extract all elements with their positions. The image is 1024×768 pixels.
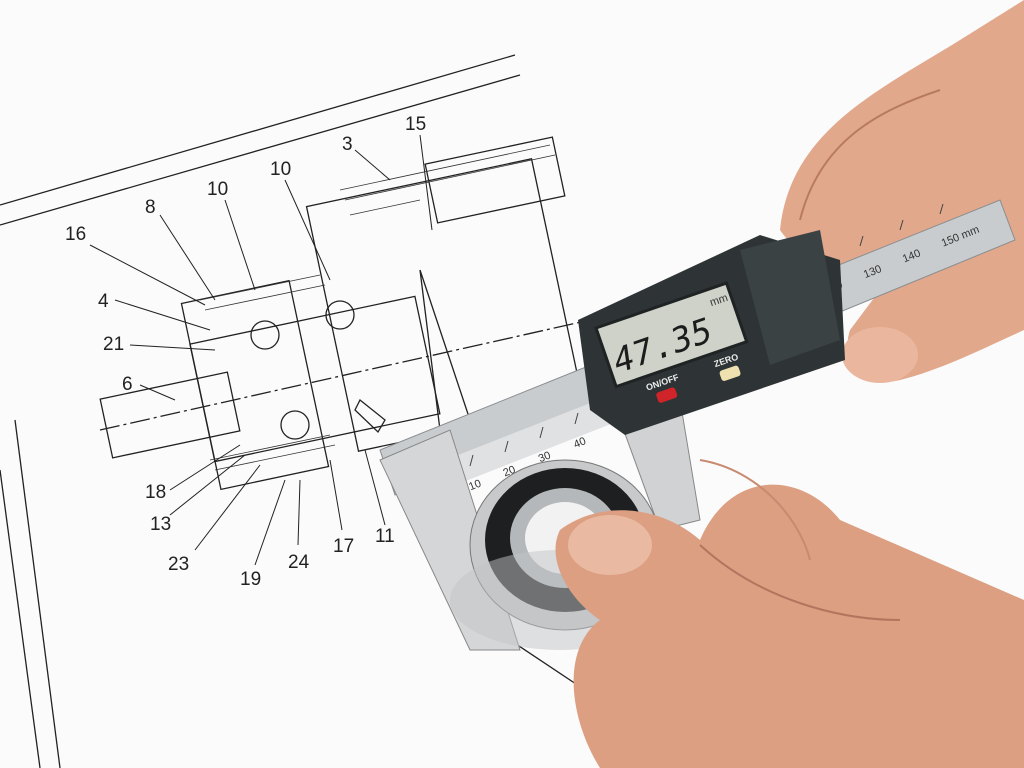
- lcd-screen: [594, 281, 749, 389]
- label-10a: 10: [207, 179, 228, 200]
- left-hand: [555, 459, 1024, 768]
- label-8: 8: [145, 197, 156, 218]
- label-23: 23: [168, 554, 189, 575]
- scale-tick-40: 40: [572, 435, 588, 451]
- label-16: 16: [65, 224, 86, 245]
- label-21: 21: [103, 334, 124, 355]
- label-10b: 10: [270, 159, 291, 180]
- label-13: 13: [150, 514, 171, 535]
- label-17: 17: [333, 536, 354, 557]
- label-4: 4: [98, 291, 109, 312]
- label-11: 11: [375, 526, 395, 547]
- drawing-frame: [0, 54, 601, 768]
- on-off-button[interactable]: [655, 387, 678, 404]
- part-labels: 16 8 10 10 3 15 4 21 6 18 13 23 19 24 17…: [65, 114, 433, 590]
- label-3: 3: [342, 134, 353, 155]
- label-19: 19: [240, 569, 261, 590]
- zero-button[interactable]: [719, 365, 741, 382]
- lcd-unit: mm: [708, 292, 729, 309]
- technical-drawing: [99, 136, 591, 491]
- label-24: 24: [288, 552, 310, 573]
- right-hand: [780, 0, 1024, 383]
- label-6: 6: [122, 374, 133, 395]
- label-18: 18: [145, 482, 166, 503]
- scale-tick-10: 10: [467, 478, 483, 494]
- label-15: 15: [405, 114, 426, 135]
